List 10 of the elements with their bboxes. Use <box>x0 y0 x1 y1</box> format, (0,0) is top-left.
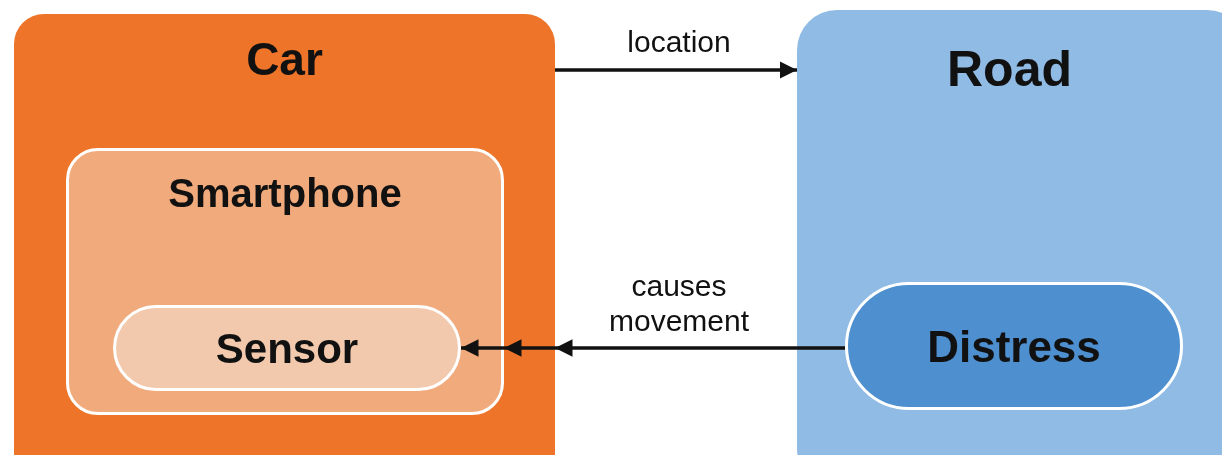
vehicle-box <box>14 14 555 455</box>
road-box <box>797 10 1222 455</box>
arrow <box>555 61 797 79</box>
node-title: Distress <box>926 322 1102 372</box>
device-box <box>66 148 504 415</box>
node-title: Road <box>946 40 1073 98</box>
node-title: Smartphone <box>167 171 403 216</box>
arrow <box>461 339 845 357</box>
node-title: Car <box>245 32 324 86</box>
node-title: Sensor <box>214 325 360 373</box>
